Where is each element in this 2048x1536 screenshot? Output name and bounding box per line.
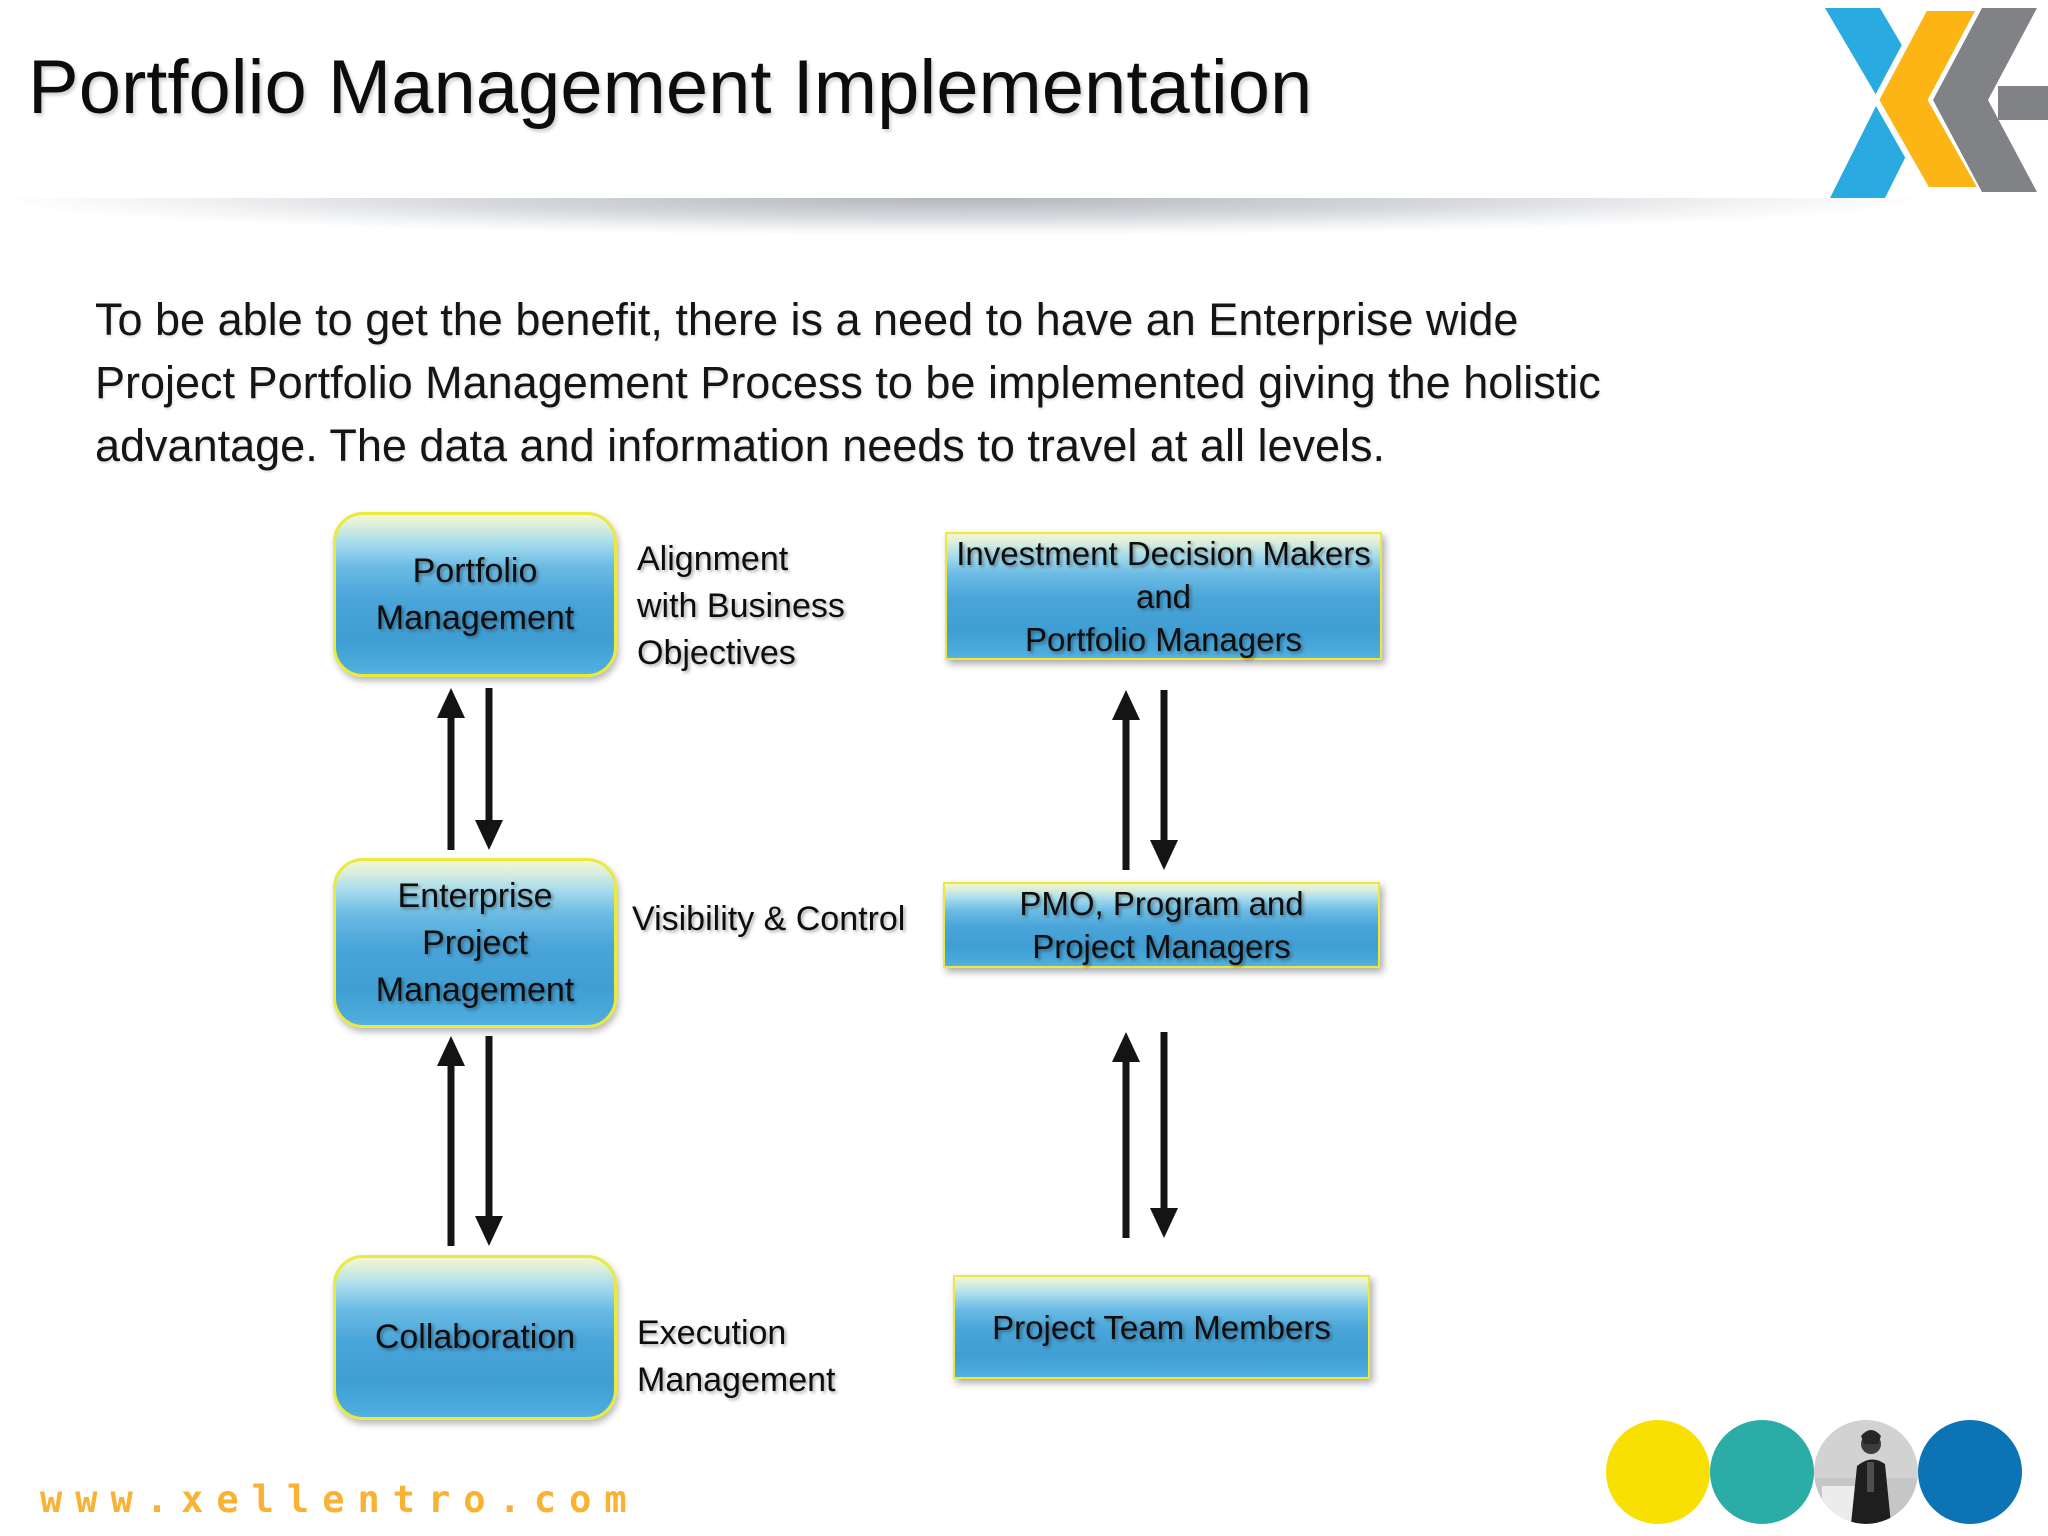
intro-line: advantage. The data and information need…: [95, 420, 1385, 471]
flow-arrows-left-top: [437, 688, 503, 850]
xellentro-logo: [1825, 5, 2048, 198]
label-execution-management: Execution Management: [637, 1310, 835, 1404]
down-arrow-icon: [475, 1036, 503, 1246]
title-divider-shadow: [0, 198, 2048, 244]
intro-line: To be able to get the benefit, there is …: [95, 294, 1519, 345]
box-enterprise-project-management: Enterprise Project Management: [333, 858, 617, 1028]
down-arrow-icon: [1150, 690, 1178, 870]
label-visibility-and-control: Visibility & Control: [632, 896, 905, 943]
box-text-line: Investment Decision Makers: [956, 534, 1371, 572]
box-text-line: Project Managers: [1032, 928, 1291, 965]
logo-gray-bar-icon: [1998, 86, 2048, 120]
label-line: with Business: [637, 587, 845, 625]
decorative-circle-yellow: [1606, 1420, 1710, 1524]
up-arrow-icon: [437, 688, 465, 850]
box-portfolio-management: Portfolio Management: [333, 512, 617, 677]
label-line: Alignment: [637, 540, 789, 578]
box-project-team-members: Project Team Members: [953, 1275, 1370, 1379]
label-line: Objectives: [637, 634, 796, 672]
decorative-circle-blue: [1918, 1420, 2022, 1524]
box-text-line: Portfolio: [412, 551, 538, 590]
box-text-line: Project: [422, 923, 528, 962]
box-text-line: PMO, Program and: [1019, 885, 1304, 922]
box-collaboration: Collaboration: [333, 1255, 617, 1420]
up-arrow-icon: [1112, 690, 1140, 870]
box-text-line: and: [1135, 577, 1192, 615]
label-line: Management: [637, 1361, 836, 1399]
down-arrow-icon: [1150, 1032, 1178, 1238]
box-text-line: Collaboration: [374, 1318, 576, 1356]
box-text-line: Management: [375, 970, 575, 1009]
up-arrow-icon: [1112, 1032, 1140, 1238]
label-line: Visibility & Control: [632, 900, 906, 938]
website-url: www.xellentro.com: [40, 1478, 640, 1521]
flow-arrows-left-bottom: [437, 1036, 503, 1246]
logo-gray-chevron-icon: [1933, 8, 2037, 192]
box-text-line: Enterprise: [397, 876, 553, 915]
box-text-line: Portfolio Managers: [1025, 620, 1302, 658]
slide-title: Portfolio Management Implementation: [28, 45, 1313, 130]
box-text-line: Management: [375, 598, 575, 637]
box-text-line: Project Team Members: [992, 1308, 1331, 1346]
box-pmo-program-project-managers: PMO, Program and Project Managers: [943, 882, 1380, 968]
up-arrow-icon: [437, 1036, 465, 1246]
presenter-photo: [1814, 1420, 1918, 1524]
decorative-circle-teal: [1710, 1420, 1814, 1524]
intro-line: Project Portfolio Management Process to …: [95, 357, 1601, 408]
label-alignment-with-business-objectives: Alignment with Business Objectives: [637, 536, 845, 677]
label-line: Execution: [637, 1314, 787, 1352]
intro-paragraph: To be able to get the benefit, there is …: [95, 288, 1935, 477]
down-arrow-icon: [475, 688, 503, 850]
flow-arrows-right-bottom: [1112, 1032, 1178, 1238]
box-investment-decision-makers: Investment Decision Makers and Portfolio…: [945, 532, 1382, 660]
flow-arrows-right-top: [1112, 690, 1178, 870]
person-silhouette-icon: [1814, 1420, 1918, 1524]
